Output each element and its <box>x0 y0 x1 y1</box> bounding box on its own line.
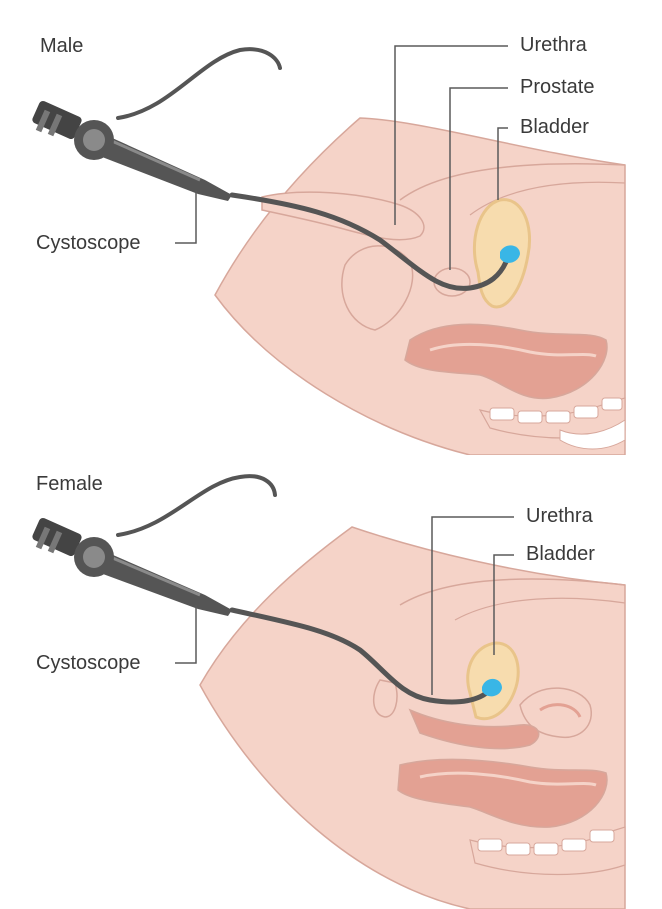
male-prostate-leader <box>449 87 508 270</box>
female-bladder-label: Bladder <box>526 543 595 565</box>
male-abdomen-contour-inner <box>469 181 626 216</box>
female-cystoscope-label: Cystoscope <box>36 652 141 674</box>
male-leader-lines <box>175 45 508 270</box>
male-scrotum <box>341 245 414 331</box>
male-urethra-label: Urethra <box>520 34 587 56</box>
male-pelvic-bone <box>559 419 626 450</box>
male-cystoscope-leader <box>175 190 197 244</box>
male-cystoscope-label: Cystoscope <box>36 232 141 254</box>
male-panel: Male Cystoscope Urethra Prostate Bladder <box>32 34 626 455</box>
male-urethra-leader <box>394 45 508 225</box>
female-title: Female <box>36 473 103 495</box>
female-leader-lines <box>175 516 514 695</box>
male-penis <box>261 191 425 241</box>
female-urethra-leader <box>431 516 514 695</box>
female-cystoscope-leader <box>175 605 197 664</box>
male-prostate-label: Prostate <box>520 76 595 98</box>
female-abdomen-contour <box>399 578 626 606</box>
male-anatomy-diagram <box>32 45 626 455</box>
female-uterus-cavity <box>539 703 582 718</box>
male-body-silhouette <box>214 117 626 455</box>
male-rectum-inner <box>429 342 597 358</box>
male-vertebrae <box>489 397 623 424</box>
male-bladder-fluid <box>500 245 520 263</box>
female-vulva <box>373 679 398 718</box>
male-cystoscope-cable <box>116 47 282 120</box>
female-cystoscope-tube <box>229 607 493 705</box>
female-bladder-leader <box>493 554 514 655</box>
female-vertebrae <box>477 829 615 856</box>
female-panel: Female Cystoscope Urethra Bladder <box>0 455 662 909</box>
female-rectum <box>397 758 608 828</box>
female-bladder-fluid <box>482 678 502 697</box>
female-abdomen-contour-inner <box>454 597 626 621</box>
male-rectum <box>404 323 608 400</box>
male-title: Male <box>40 35 84 57</box>
male-cystoscope-tube <box>229 192 509 291</box>
male-bladder-leader <box>497 127 508 200</box>
female-cystoscope-cable <box>116 474 277 537</box>
female-urethra-label: Urethra <box>526 505 593 527</box>
female-anatomy-diagram <box>32 474 626 909</box>
female-cystoscope-eyepiece <box>32 517 114 577</box>
male-cystoscope-eyepiece <box>32 100 114 160</box>
male-abdomen-contour <box>399 163 626 201</box>
female-rectum-inner <box>419 771 597 787</box>
male-bladder-label: Bladder <box>520 116 589 138</box>
female-vagina <box>408 708 540 750</box>
